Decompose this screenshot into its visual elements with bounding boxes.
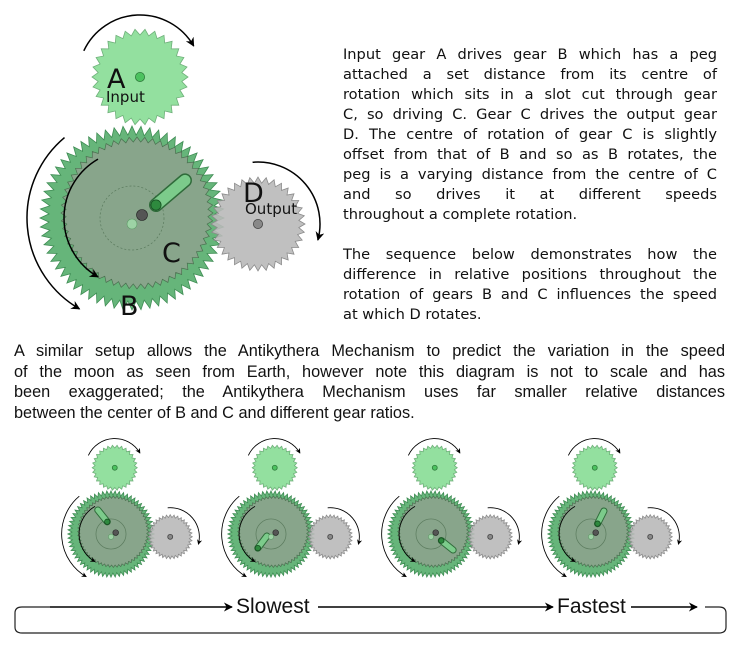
- gear-d-axle: [647, 533, 654, 540]
- text-line: The sequence below demonstrates how the: [343, 246, 717, 263]
- gear-c-axle: [112, 529, 119, 536]
- fastest-label: Fastest: [555, 595, 628, 619]
- dashed-orbit: [415, 518, 447, 550]
- gear-a-label: A: [107, 64, 126, 95]
- gear-c-axle: [272, 529, 279, 536]
- text-line: C, so driving C. Gear C drives the outpu…: [343, 106, 717, 123]
- rotation-arrow-c: [63, 158, 99, 278]
- text-line: rotation of gears B and C influences the…: [343, 286, 717, 303]
- gear-b-axle: [428, 533, 434, 540]
- peg: [438, 537, 445, 544]
- rotation-arrow-b: [381, 495, 407, 578]
- gear-d-axle: [167, 533, 174, 540]
- rotation-arrow-c: [238, 505, 256, 563]
- gear-a-axle: [591, 464, 598, 471]
- sequence-loop: [14, 606, 727, 634]
- gear-b-axle: [268, 533, 274, 540]
- slot: [150, 174, 191, 211]
- rotation-arrow-a: [567, 438, 621, 456]
- antikythera-note: A similar setup allows the Antikythera M…: [14, 341, 725, 423]
- gear-b-axle: [588, 533, 594, 540]
- rotation-arrow-d: [252, 161, 325, 241]
- peg: [254, 544, 261, 552]
- text-line: peg is a varying distance from the centr…: [343, 166, 717, 183]
- dashed-orbit: [255, 518, 287, 550]
- text-line: throughout a complete rotation.: [343, 206, 578, 223]
- gear-d-axle: [327, 533, 334, 540]
- rotation-arrow-b: [61, 495, 87, 578]
- text-line: offset from that of B and so as B rotate…: [343, 146, 717, 163]
- gear-a-axle: [111, 464, 118, 471]
- gear-d-axle: [487, 533, 494, 540]
- text-line: A similar setup allows the Antikythera M…: [14, 342, 725, 360]
- text-line: of the moon as seen from Earth, however …: [14, 362, 725, 381]
- rotation-arrow-a: [83, 14, 195, 52]
- gear-a-axle: [431, 464, 438, 471]
- rotation-arrow-d: [647, 507, 683, 545]
- peg: [104, 518, 111, 525]
- dashed-orbit: [99, 185, 165, 251]
- dashed-orbit: [95, 518, 127, 550]
- text-line: between the center of B and C and differ…: [14, 403, 415, 422]
- gear-b-axle: [126, 218, 138, 230]
- rotation-arrow-a: [87, 438, 141, 456]
- text-line: attached a set distance from its centre …: [343, 66, 717, 83]
- gear-c-axle: [432, 529, 439, 536]
- rotation-arrow-b: [26, 136, 81, 310]
- text-line: been exaggerated; the Antikythera Mechan…: [14, 383, 725, 401]
- gear-a-axle: [134, 72, 145, 83]
- rotation-arrow-c: [558, 505, 576, 563]
- rotation-arrow-b: [221, 495, 247, 578]
- rotation-arrow-a: [407, 438, 461, 456]
- gear-c-axle: [592, 529, 599, 536]
- explanation-text: Input gear A drives gear B which has a p…: [343, 45, 717, 325]
- input-label: Input: [106, 88, 145, 106]
- rotation-arrow-d: [327, 507, 363, 545]
- rotation-arrow-a: [247, 438, 301, 456]
- gear-d-axle: [252, 218, 263, 229]
- gear-c-label: C: [162, 238, 181, 269]
- gear-a-axle: [271, 464, 278, 471]
- gear-d-label: D: [243, 178, 264, 209]
- rotation-arrow-d: [487, 507, 523, 545]
- gear-c-axle: [136, 209, 148, 221]
- peg: [594, 520, 601, 527]
- text-line: D. The centre of rotation of gear C is s…: [343, 126, 717, 143]
- slowest-label: Slowest: [234, 595, 312, 619]
- rotation-arrow-b: [541, 495, 567, 578]
- text-line: and so drives it at different speeds: [343, 186, 717, 203]
- text-line: at which D rotates.: [343, 306, 482, 323]
- dashed-orbit: [575, 518, 607, 550]
- peg: [150, 199, 162, 211]
- rotation-arrow-c: [398, 505, 416, 563]
- gear-b-label: B: [120, 291, 139, 322]
- output-label: Output: [245, 200, 298, 218]
- text-line: rotation which sits in a slot cut throug…: [343, 86, 717, 103]
- rotation-arrow-d: [167, 507, 203, 545]
- text-line: difference in relative positions through…: [343, 266, 717, 283]
- text-line: Input gear A drives gear B which has a p…: [343, 46, 717, 63]
- rotation-arrow-c: [78, 505, 96, 563]
- gear-b-axle: [108, 533, 114, 540]
